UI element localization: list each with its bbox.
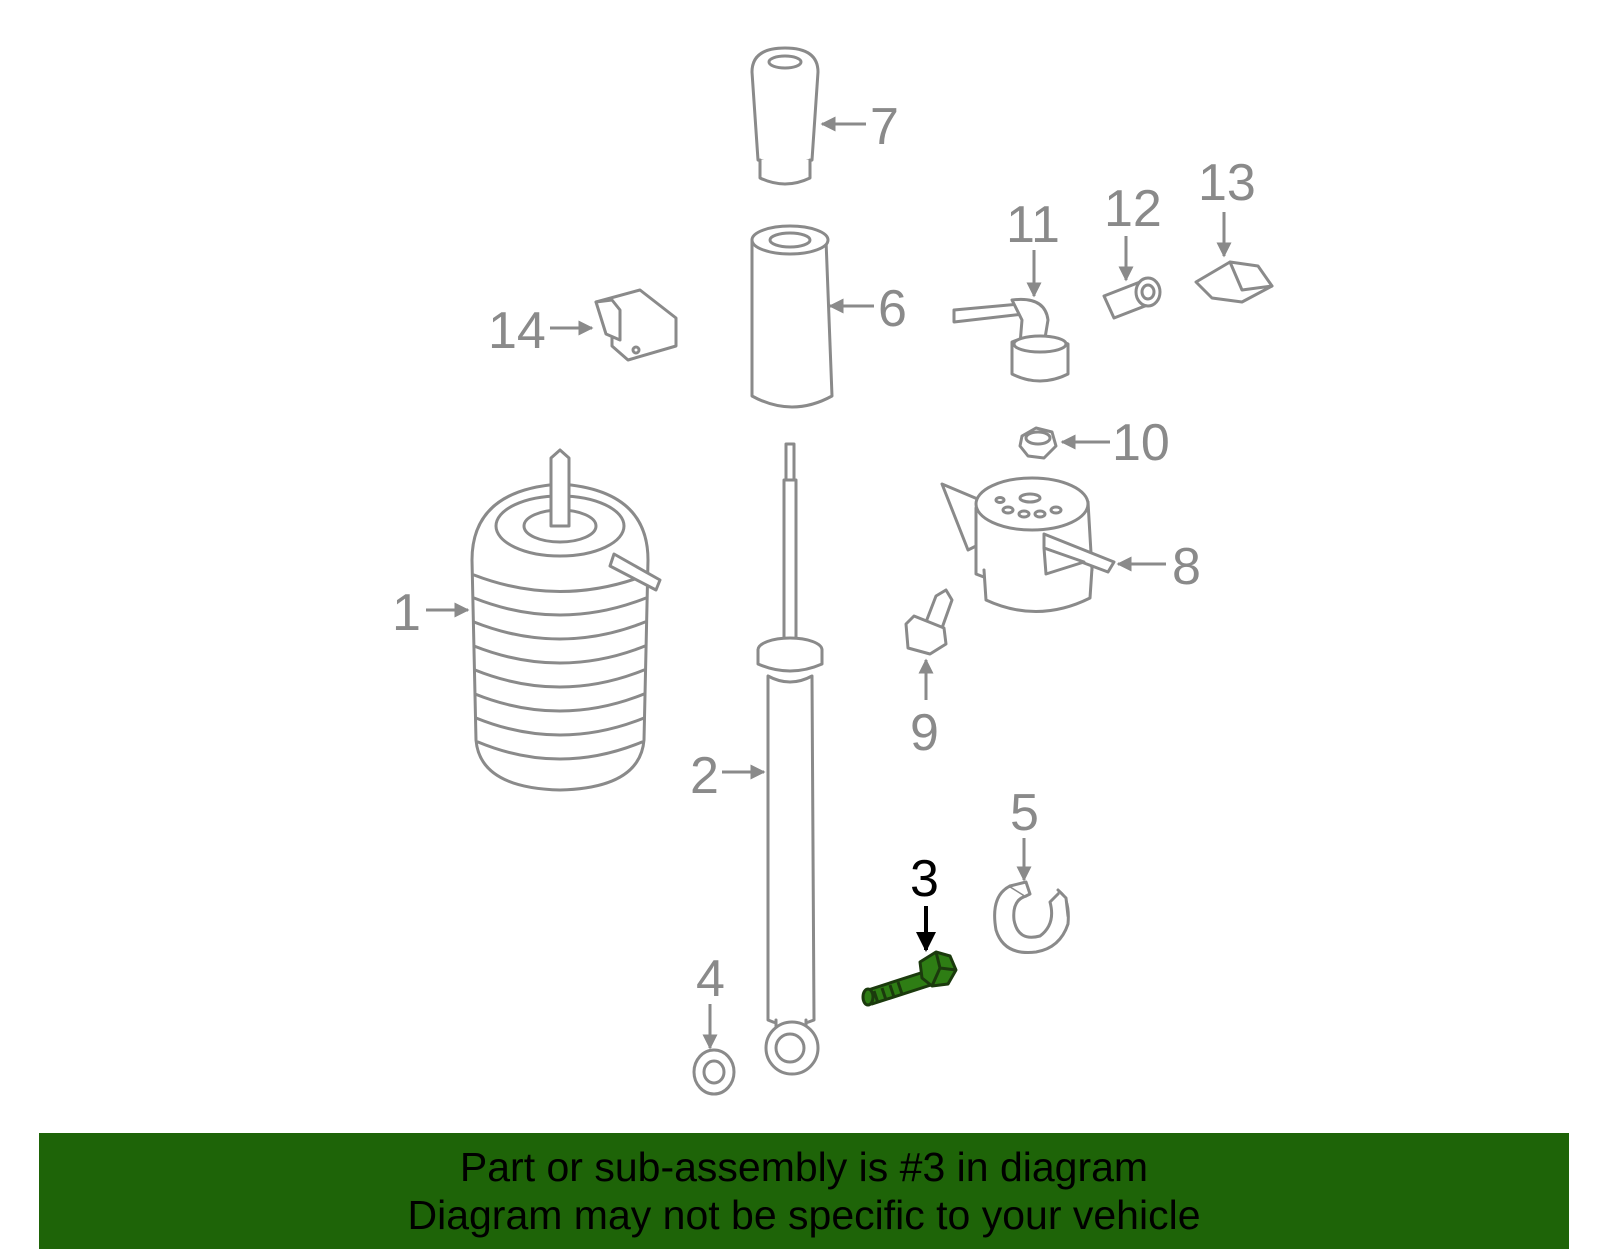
footer-disclaimer: Diagram may not be specific to your vehi… bbox=[407, 1192, 1201, 1238]
part-4-washer bbox=[692, 1048, 736, 1096]
callout-11: 11 bbox=[1006, 196, 1060, 254]
callout-1: 1 bbox=[392, 584, 421, 642]
callout-4: 4 bbox=[696, 950, 725, 1008]
leader-lines bbox=[426, 116, 1232, 1050]
part-9-fitting bbox=[904, 588, 954, 656]
callout-labels: 1 2 3 4 5 6 7 8 9 10 11 12 13 14 bbox=[392, 98, 1256, 1008]
footer-banner: Part or sub-assembly is #3 in diagram Di… bbox=[39, 1133, 1569, 1249]
part-10-nut bbox=[1018, 426, 1058, 460]
part-1-air-spring bbox=[470, 448, 662, 792]
callout-8: 8 bbox=[1172, 538, 1201, 596]
callout-3: 3 bbox=[910, 850, 939, 908]
part-6-dust-boot bbox=[750, 224, 834, 409]
part-8-upper-mount bbox=[940, 476, 1116, 613]
callout-10: 10 bbox=[1112, 414, 1170, 472]
part-2-shock-absorber bbox=[756, 442, 824, 1076]
part-13-sensor bbox=[1194, 260, 1274, 304]
footer-part-note: Part or sub-assembly is #3 in diagram bbox=[459, 1144, 1149, 1190]
part-3-bolt-highlighted[interactable] bbox=[861, 950, 958, 1007]
callout-14: 14 bbox=[488, 302, 546, 360]
part-7-bump-stop bbox=[750, 46, 820, 186]
callout-2: 2 bbox=[690, 747, 719, 805]
callout-6: 6 bbox=[878, 280, 907, 338]
part-14-bracket bbox=[594, 288, 678, 362]
part-11-connector bbox=[952, 297, 1070, 383]
part-12-fitting bbox=[1102, 276, 1162, 320]
part-5-clamp bbox=[993, 880, 1070, 955]
callout-5: 5 bbox=[1010, 784, 1039, 842]
callout-9: 9 bbox=[910, 704, 939, 762]
callout-12: 12 bbox=[1104, 180, 1162, 238]
callout-13: 13 bbox=[1198, 154, 1256, 212]
callout-7: 7 bbox=[870, 98, 899, 156]
